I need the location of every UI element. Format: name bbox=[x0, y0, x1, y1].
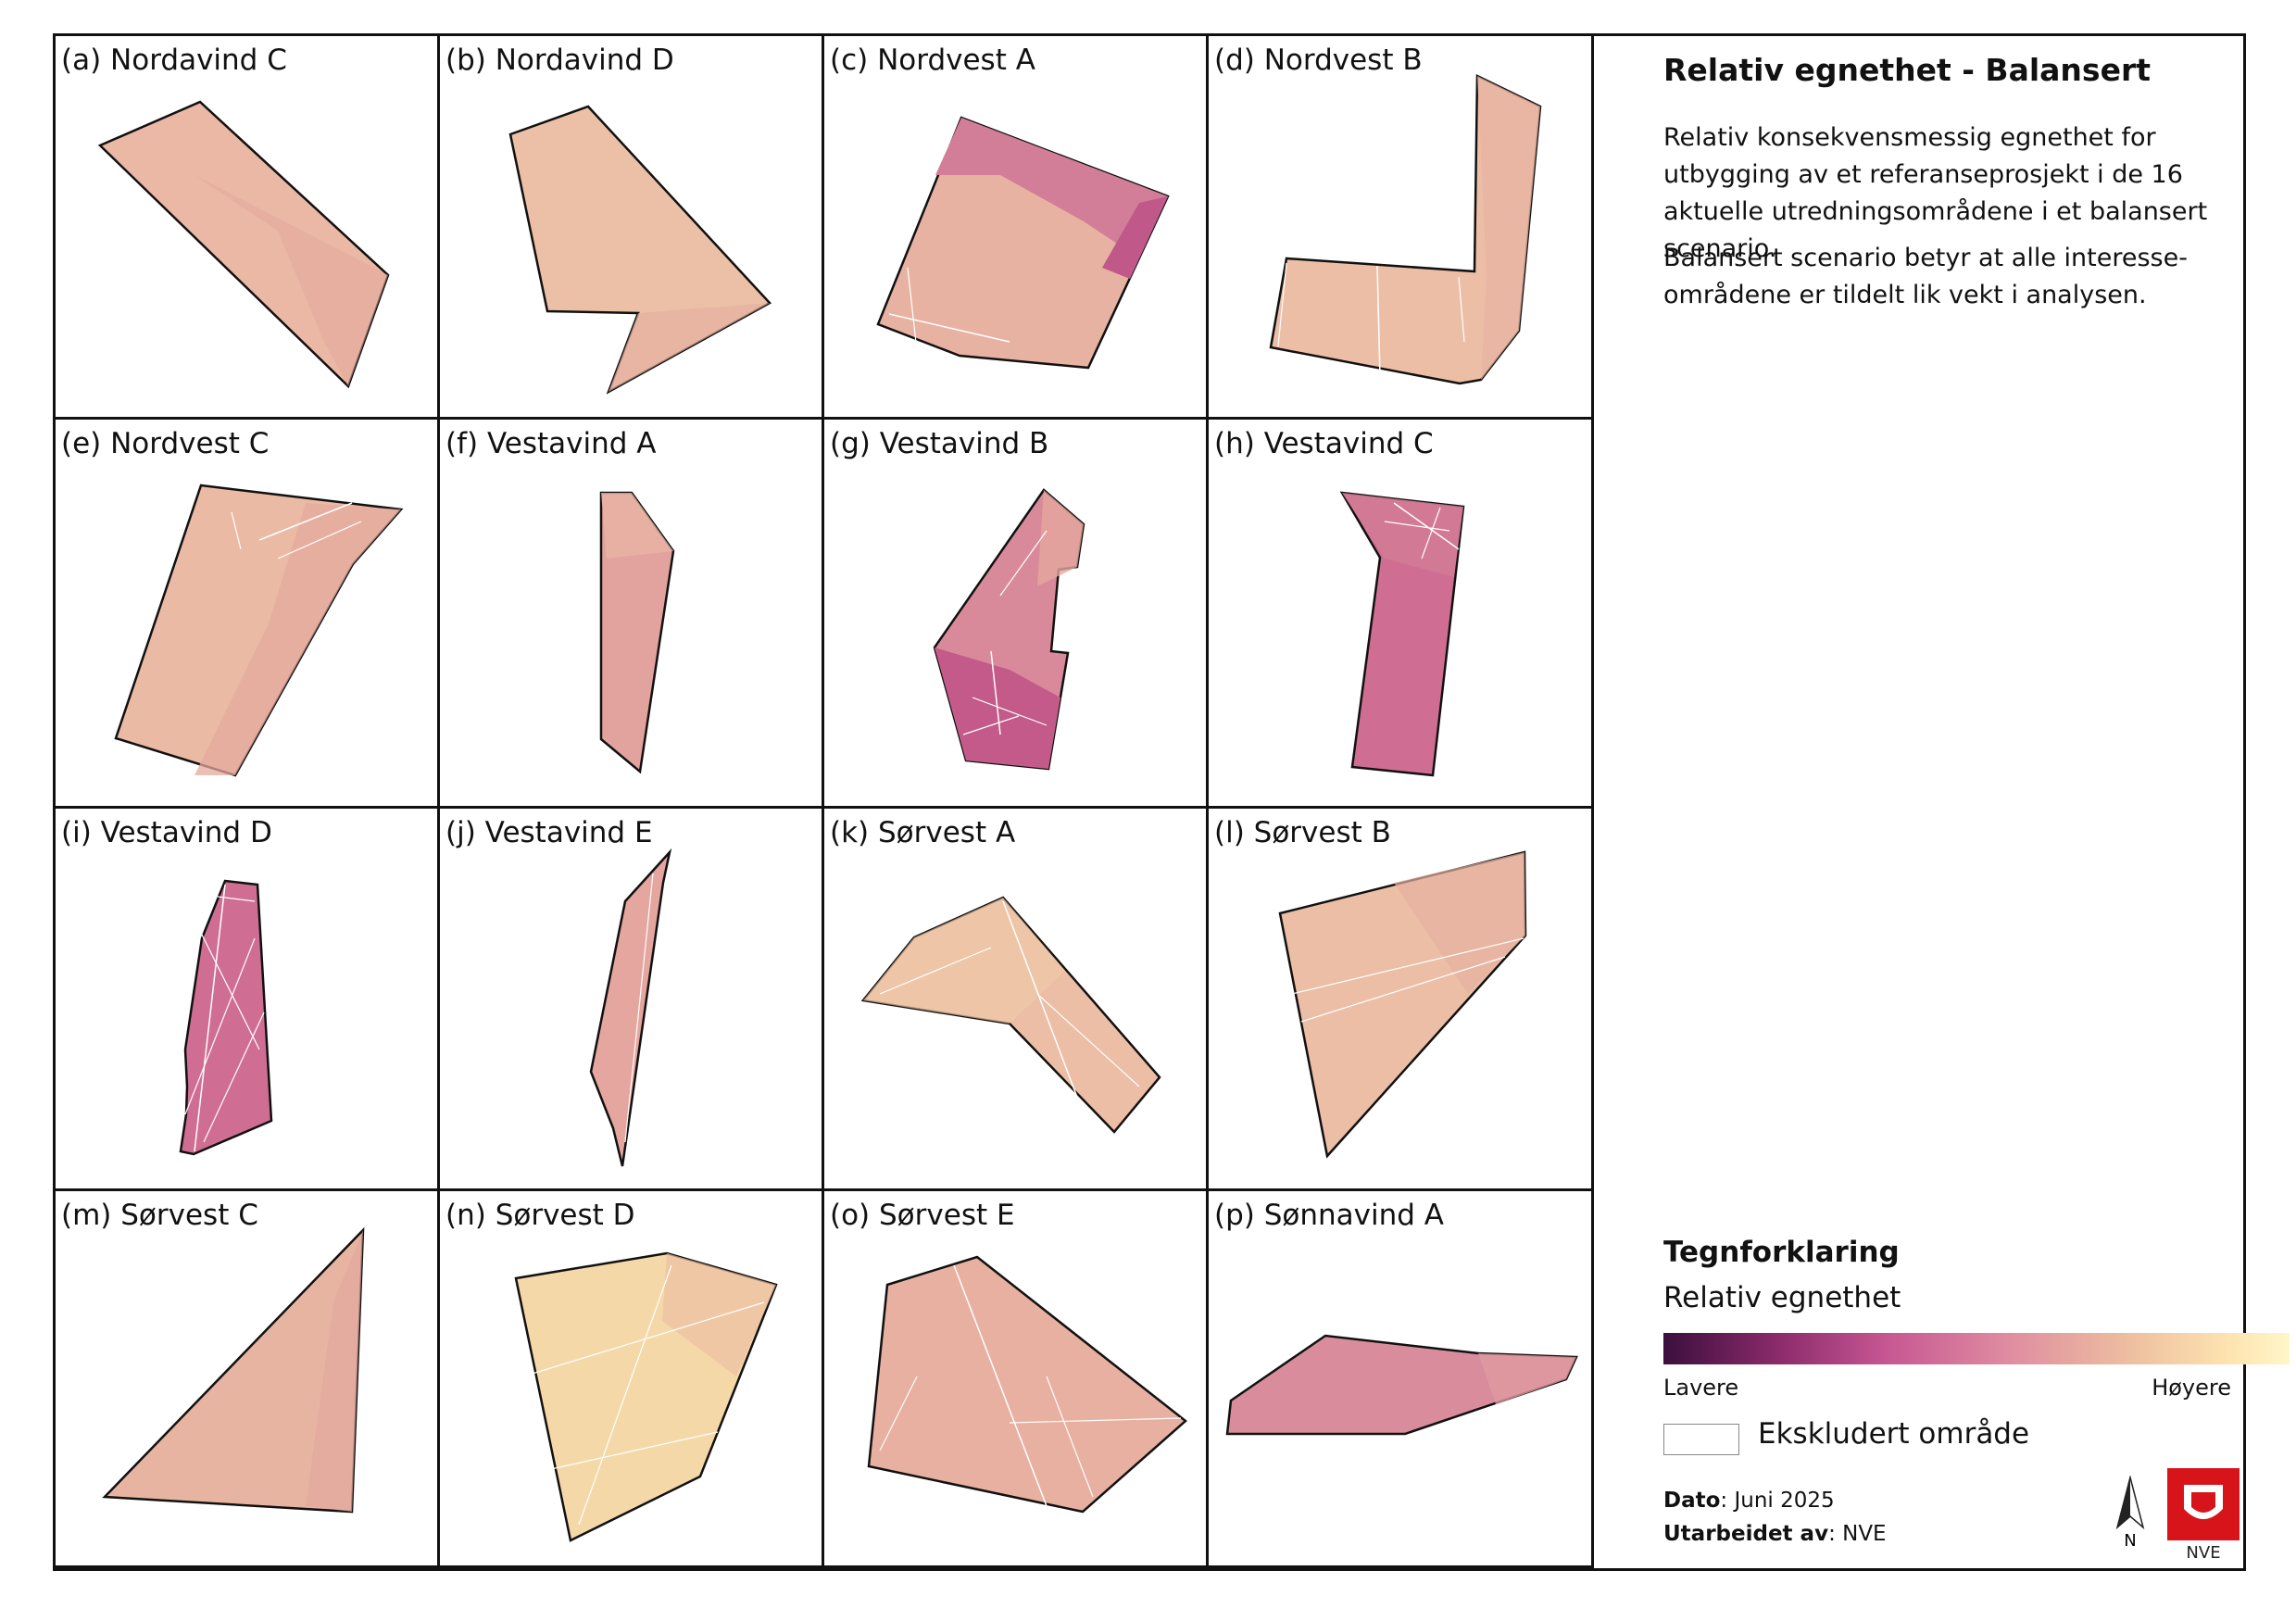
excluded-area-swatch bbox=[1663, 1424, 1739, 1455]
panel-sorvest-e[interactable]: (o) Sørvest E bbox=[824, 1191, 1209, 1568]
area-polygon-map bbox=[514, 1251, 778, 1542]
panel-vestavind-d[interactable]: (i) Vestavind D bbox=[56, 809, 440, 1191]
panel-label: (i) Vestavind D bbox=[61, 816, 272, 849]
scenario-description: Balansert scenario betyr at alle interes… bbox=[1663, 244, 2188, 309]
panel-sonnavind-a[interactable]: (p) Sønnavind A bbox=[1209, 1191, 1594, 1568]
area-polygon-map bbox=[933, 488, 1085, 771]
panel-sorvest-c[interactable]: (m) Sørvest C bbox=[56, 1191, 440, 1568]
author-label: Utarbeidet av bbox=[1663, 1522, 1829, 1546]
panel-label: (g) Vestavind B bbox=[830, 427, 1049, 460]
area-polygon-map bbox=[1225, 1334, 1578, 1436]
panel-nordavind-c[interactable]: (a) Nordavind C bbox=[56, 36, 440, 420]
map-frame: (a) Nordavind C (b) Nordavind D (c) Nord… bbox=[53, 33, 2290, 1571]
date-line: Dato: Juni 2025 bbox=[1663, 1489, 1835, 1513]
panel-label: (k) Sørvest A bbox=[830, 816, 1016, 849]
panel-label: (h) Vestavind C bbox=[1214, 427, 1434, 460]
area-polygon-map bbox=[1269, 74, 1542, 385]
area-polygon-map bbox=[102, 1226, 365, 1514]
panel-label: (p) Sønnavind A bbox=[1214, 1199, 1444, 1232]
ramp-low-label: Lavere bbox=[1663, 1375, 1739, 1401]
area-polygon-map bbox=[860, 896, 1161, 1134]
panel-label: (n) Sørvest D bbox=[445, 1199, 635, 1232]
panel-label: (m) Sørvest C bbox=[61, 1199, 258, 1232]
panel-nordvest-c[interactable]: (e) Nordvest C bbox=[56, 420, 440, 809]
area-polygon-map bbox=[508, 105, 772, 395]
panel-label: (b) Nordavind D bbox=[445, 44, 674, 77]
panel-vestavind-e[interactable]: (j) Vestavind E bbox=[440, 809, 824, 1191]
color-ramp bbox=[1663, 1333, 2290, 1364]
legend-subheading: Relativ egnethet bbox=[1663, 1281, 1901, 1314]
area-polygon-map bbox=[1278, 850, 1527, 1159]
description-text: Relativ konsekvensmessig egnethet for ut… bbox=[1663, 123, 2208, 263]
panel-nordvest-b[interactable]: (d) Nordvest B bbox=[1209, 36, 1594, 420]
panel-nordvest-a[interactable]: (c) Nordvest A bbox=[824, 36, 1209, 420]
logo-text: NVE bbox=[2186, 1543, 2220, 1561]
area-polygon-map bbox=[97, 100, 390, 389]
panel-sorvest-b[interactable]: (l) Sørvest B bbox=[1209, 809, 1594, 1191]
panel-vestavind-c[interactable]: (h) Vestavind C bbox=[1209, 420, 1594, 809]
panel-label: (l) Sørvest B bbox=[1214, 816, 1391, 849]
date-label: Dato bbox=[1663, 1489, 1721, 1513]
area-polygon-map bbox=[114, 484, 404, 777]
area-polygon-map bbox=[179, 879, 273, 1156]
panel-label: (e) Nordvest C bbox=[61, 427, 270, 460]
panel-vestavind-a[interactable]: (f) Vestavind A bbox=[440, 420, 824, 809]
nve-logo-icon: NVE bbox=[2167, 1468, 2240, 1561]
map-grid: (a) Nordavind C (b) Nordavind D (c) Nord… bbox=[56, 36, 1594, 1568]
area-polygon-map bbox=[1339, 491, 1465, 777]
panel-vestavind-b[interactable]: (g) Vestavind B bbox=[824, 420, 1209, 809]
north-arrow-icon: N bbox=[2115, 1476, 2145, 1550]
area-polygon-map bbox=[599, 491, 675, 774]
excluded-area-label: Ekskludert område bbox=[1758, 1417, 2030, 1451]
panel-label: (f) Vestavind A bbox=[445, 427, 657, 460]
panel-label: (j) Vestavind E bbox=[445, 816, 653, 849]
info-panel: Relativ egnethet - Balansert Relativ kon… bbox=[1597, 36, 2290, 1568]
map-title: Relativ egnethet - Balansert bbox=[1663, 52, 2152, 88]
panel-label: (o) Sørvest E bbox=[830, 1199, 1015, 1232]
panel-label: (d) Nordvest B bbox=[1214, 44, 1423, 77]
legend-heading: Tegnforklaring bbox=[1663, 1236, 1900, 1269]
author-value: : NVE bbox=[1828, 1522, 1887, 1546]
ramp-high-label: Høyere bbox=[2152, 1375, 2231, 1401]
panel-label: (a) Nordavind C bbox=[61, 44, 287, 77]
panel-label: (c) Nordvest A bbox=[830, 44, 1035, 77]
date-value: : Juni 2025 bbox=[1720, 1489, 1835, 1513]
author-line: Utarbeidet av: NVE bbox=[1663, 1522, 1887, 1546]
area-polygon-map bbox=[867, 1255, 1187, 1514]
north-letter: N bbox=[2124, 1531, 2136, 1550]
panel-sorvest-a[interactable]: (k) Sørvest A bbox=[824, 809, 1209, 1191]
panel-nordavind-d[interactable]: (b) Nordavind D bbox=[440, 36, 824, 420]
area-polygon-map bbox=[876, 116, 1170, 370]
area-polygon-map bbox=[589, 848, 672, 1167]
panel-sorvest-d[interactable]: (n) Sørvest D bbox=[440, 1191, 824, 1568]
